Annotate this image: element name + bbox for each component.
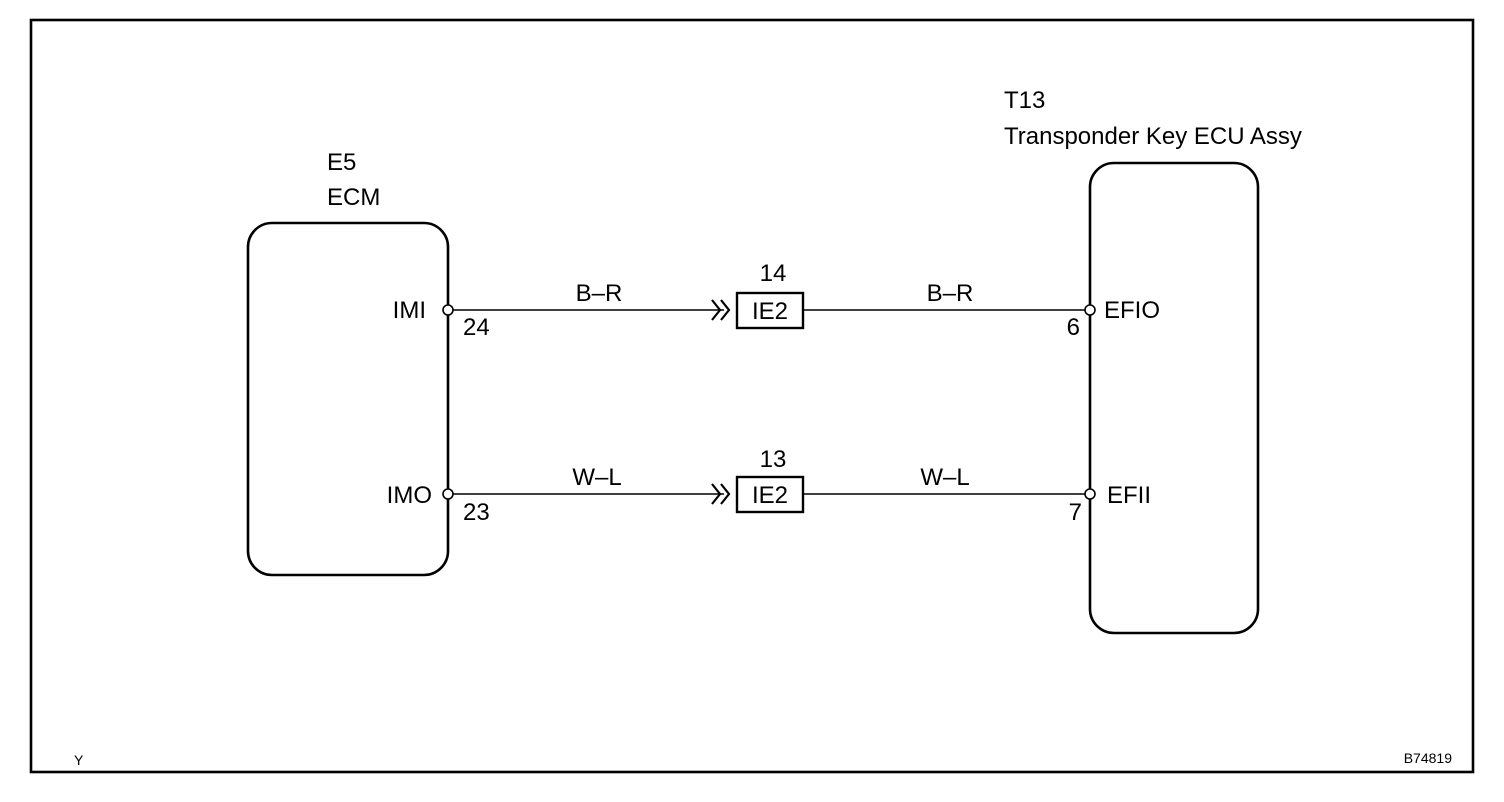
- ecm-pin-terminal: [442, 488, 454, 500]
- ecm-box: [246, 221, 450, 577]
- transponder-box: [1088, 161, 1260, 635]
- ecm-component: E5 ECM: [246, 149, 450, 577]
- wire-color-right: W–L: [920, 464, 969, 491]
- ecm-pin-number: 23: [463, 499, 490, 526]
- connector-box: [735, 291, 805, 330]
- ecm-pin-name: IMI: [393, 297, 426, 324]
- connector-label: IE2: [752, 482, 788, 509]
- transponder-pin-terminal: [1084, 488, 1096, 500]
- connector-chevron-icon: [711, 299, 731, 321]
- connector-pin-number: 14: [760, 260, 787, 287]
- connector-chevron-icon: [711, 483, 731, 505]
- ecm-pin-terminal: [442, 304, 454, 316]
- transponder-name: Transponder Key ECU Assy: [1004, 123, 1302, 150]
- diagram-frame: [29, 18, 1475, 774]
- transponder-pin-name: EFIO: [1104, 297, 1160, 324]
- ecm-pin-name: IMO: [387, 482, 432, 509]
- connector-box: [735, 475, 805, 514]
- corner-label-left: Y: [74, 752, 84, 768]
- connector-label: IE2: [752, 298, 788, 325]
- ecm-name: ECM: [327, 184, 380, 211]
- transponder-pin-terminal: [1084, 304, 1096, 316]
- figure-id: B74819: [1404, 750, 1452, 766]
- transponder-component: T13 Transponder Key ECU Assy: [1004, 87, 1302, 635]
- transponder-pin-number: 7: [1069, 499, 1082, 526]
- connector-pin-number: 13: [760, 446, 787, 473]
- wire-color-right: B–R: [927, 280, 974, 307]
- transponder-pin-name: EFII: [1107, 482, 1151, 509]
- wire-color-left: B–R: [576, 280, 623, 307]
- circuit-2: IE2 13 W–L W–L IMO 23 EFII 7: [387, 446, 1151, 526]
- ecm-code: E5: [327, 149, 356, 176]
- wire-color-left: W–L: [572, 464, 621, 491]
- transponder-pin-number: 6: [1067, 314, 1080, 341]
- circuit-1: IE2 14 B–R B–R IMI 24 EFIO 6: [393, 260, 1160, 341]
- ecm-pin-number: 24: [463, 314, 490, 341]
- transponder-code: T13: [1004, 87, 1045, 114]
